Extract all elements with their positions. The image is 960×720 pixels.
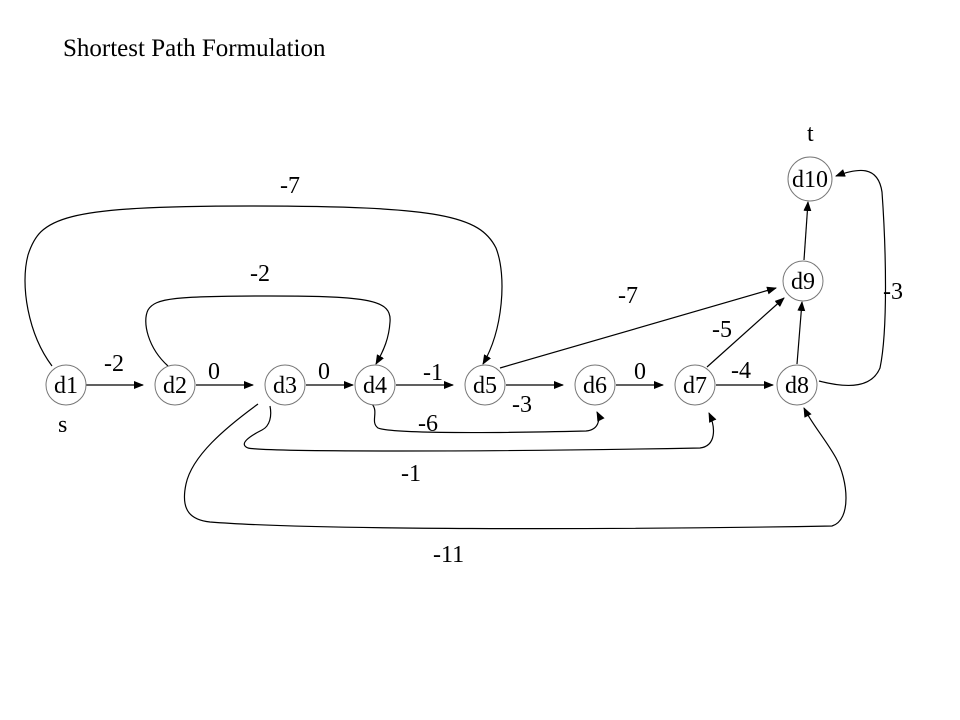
node-d5: d5 xyxy=(464,364,506,406)
node-d4: d4 xyxy=(354,364,396,406)
edge-weight-d5-d9: -7 xyxy=(618,283,638,309)
edge-d8-d9 xyxy=(796,301,806,365)
sink-marker: t xyxy=(807,121,814,147)
edge-weight-d3-d4: 0 xyxy=(318,359,330,385)
node-label-d10: d10 xyxy=(792,167,828,193)
edge-weight-d4-d6: -6 xyxy=(418,411,438,437)
source-marker: s xyxy=(58,412,67,438)
node-label-d6: d6 xyxy=(583,373,607,399)
node-label-d5: d5 xyxy=(473,373,497,399)
diagram-title: Shortest Path Formulation xyxy=(63,35,326,62)
edge-labels: -2 0 0 -1 -3 0 -4 -7 -2 -7 -5 -3 -6 -1 -… xyxy=(104,173,903,568)
node-d3: d3 xyxy=(264,364,306,406)
edge-weight-d2-d8: -11 xyxy=(433,542,464,568)
node-label-d9: d9 xyxy=(791,269,815,295)
node-label-d7: d7 xyxy=(683,373,707,399)
edge-weight-d7-d8: -4 xyxy=(731,358,751,384)
node-label-d8: d8 xyxy=(785,373,809,399)
edge-d7-d9 xyxy=(706,297,785,368)
edge-d8-d10 xyxy=(818,169,887,387)
node-label-d4: d4 xyxy=(363,373,387,399)
edge-weight-d4-d5: -1 xyxy=(423,360,443,386)
node-d1: d1 xyxy=(45,364,87,406)
node-d6: d6 xyxy=(574,364,616,406)
edge-weight-d2-d3: 0 xyxy=(208,359,220,385)
nodes-layer: d1 d2 d3 d4 d5 d6 d7 d8 xyxy=(45,156,833,406)
node-label-d2: d2 xyxy=(163,373,187,399)
edge-weight-d6-d7: 0 xyxy=(634,359,646,385)
edge-d4-d6 xyxy=(371,403,605,434)
node-d7: d7 xyxy=(674,364,716,406)
edge-d1-d5 xyxy=(24,205,503,367)
edge-d2-d8 xyxy=(183,403,847,530)
node-d8: d8 xyxy=(776,364,818,406)
edge-d9-d10 xyxy=(803,201,812,261)
edge-weight-d2-d4: -2 xyxy=(250,261,270,287)
edge-weight-d7-d9: -5 xyxy=(712,317,732,343)
node-d2: d2 xyxy=(154,364,196,406)
node-d10: d10 xyxy=(787,156,833,202)
edge-weight-d8-d10: -3 xyxy=(883,279,903,305)
edges-layer xyxy=(24,169,887,530)
edge-d2-d4 xyxy=(145,295,391,367)
node-d9: d9 xyxy=(782,260,824,302)
edge-weight-d1-d5: -7 xyxy=(280,173,300,199)
edge-d3-d7 xyxy=(243,405,717,452)
edge-weight-d3-d7: -1 xyxy=(401,461,421,487)
edge-weight-d1-d2: -2 xyxy=(104,351,124,377)
edge-weight-d5-d6: -3 xyxy=(512,392,532,418)
node-label-d3: d3 xyxy=(273,373,297,399)
node-label-d1: d1 xyxy=(54,373,78,399)
edge-d5-d9 xyxy=(499,286,777,369)
